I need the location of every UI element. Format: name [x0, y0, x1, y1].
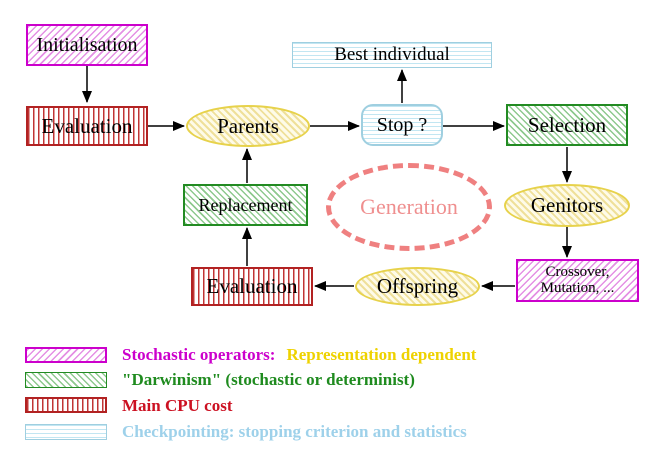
legend-label-checkpointing: Checkpointing: stopping criterion and st…	[122, 422, 467, 441]
legend-stochastic-text: Stochastic operators:	[122, 345, 276, 364]
node-selection: Selection	[506, 104, 628, 146]
crossover-line1: Crossover,	[545, 263, 610, 280]
node-offspring: Offspring	[355, 267, 480, 306]
node-best-individual: Best individual	[292, 42, 492, 68]
node-stop: Stop ?	[361, 104, 443, 146]
crossover-line2: Mutation, ...	[540, 279, 615, 296]
node-replacement: Replacement	[183, 184, 308, 226]
node-parents: Parents	[186, 105, 310, 147]
legend-label-stochastic-operators: Stochastic operators: Representation depe…	[122, 345, 476, 365]
legend-representation-text: Representation dependent	[286, 345, 477, 364]
node-genitors: Genitors	[504, 184, 630, 227]
node-evaluation-bottom: Evaluation	[191, 267, 313, 306]
node-evaluation-top: Evaluation	[26, 106, 148, 146]
node-crossover-mutation: Crossover, Mutation, ...	[516, 259, 639, 302]
legend-label-darwinism: "Darwinism" (stochastic or determinist)	[122, 370, 415, 389]
legend-swatch-cpu-cost	[25, 397, 107, 413]
legend-swatch-checkpointing	[25, 424, 107, 440]
legend-label-cpu-cost: Main CPU cost	[122, 396, 233, 415]
node-initialisation: Initialisation	[26, 24, 148, 66]
legend-swatch-darwinism	[25, 372, 107, 388]
node-generation-loop: Generation	[326, 163, 492, 251]
legend-swatch-stochastic-operators	[25, 347, 107, 363]
